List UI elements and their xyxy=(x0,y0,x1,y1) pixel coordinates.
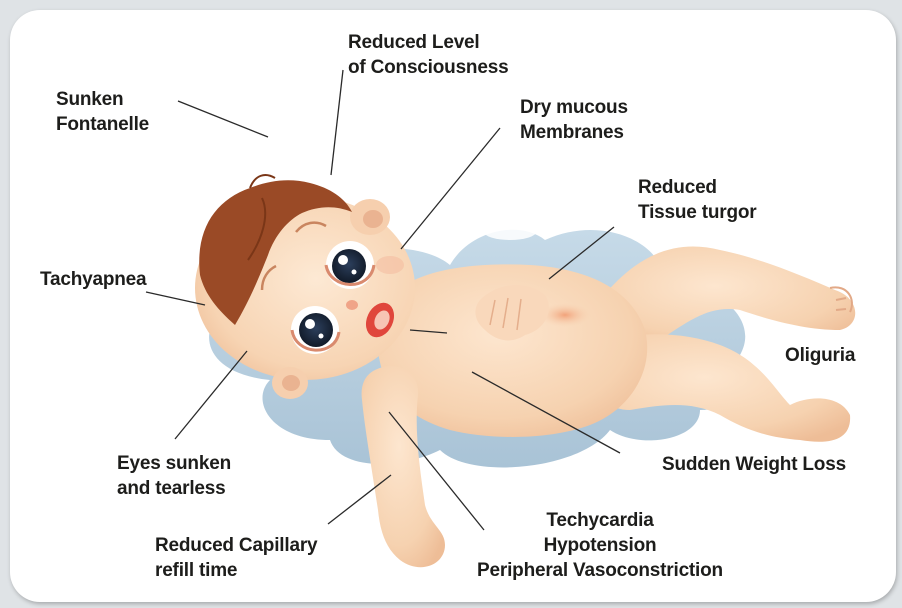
leader-line-reduced-consciousness xyxy=(331,70,343,175)
label-dry-mucous: Dry mucous Membranes xyxy=(520,95,628,145)
label-line: Tachyapnea xyxy=(40,267,146,292)
label-line: Oliguria xyxy=(785,343,855,368)
label-sunken-fontanelle: Sunken Fontanelle xyxy=(56,87,149,137)
label-reduced-consciousness: Reduced Level of Consciousness xyxy=(348,30,508,80)
label-tachyapnea: Tachyapnea xyxy=(40,267,146,292)
label-line: refill time xyxy=(155,558,317,583)
label-reduced-turgor: Reduced Tissue turgor xyxy=(638,175,756,225)
label-line: Reduced xyxy=(638,175,756,200)
leader-line-sunken-fontanelle xyxy=(178,101,268,137)
label-line: and tearless xyxy=(117,476,231,501)
label-line: Hypotension xyxy=(465,533,735,558)
label-oliguria: Oliguria xyxy=(785,343,855,368)
label-sudden-weight-loss: Sudden Weight Loss xyxy=(662,452,846,477)
label-line: Sudden Weight Loss xyxy=(662,452,846,477)
label-line: Techycardia xyxy=(465,508,735,533)
diagram-card: Sunken Fontanelle Reduced Level of Consc… xyxy=(10,10,896,602)
label-line: Tissue turgor xyxy=(638,200,756,225)
label-line: Reduced Capillary xyxy=(155,533,317,558)
label-line: Reduced Level xyxy=(348,30,508,55)
label-line: Dry mucous xyxy=(520,95,628,120)
label-line: Membranes xyxy=(520,120,628,145)
label-line: Fontanelle xyxy=(56,112,149,137)
label-eyes-sunken: Eyes sunken and tearless xyxy=(117,451,231,501)
baby-eye-upper xyxy=(326,241,374,289)
label-capillary-refill: Reduced Capillary refill time xyxy=(155,533,317,583)
baby-eye-lower xyxy=(291,306,339,354)
leader-line-eyes-sunken xyxy=(175,351,247,439)
label-line: Peripheral Vasoconstriction xyxy=(465,558,735,583)
label-line: of Consciousness xyxy=(348,55,508,80)
label-line: Sunken xyxy=(56,87,149,112)
label-line: Eyes sunken xyxy=(117,451,231,476)
label-cardio: Techycardia Hypotension Peripheral Vasoc… xyxy=(465,508,735,583)
